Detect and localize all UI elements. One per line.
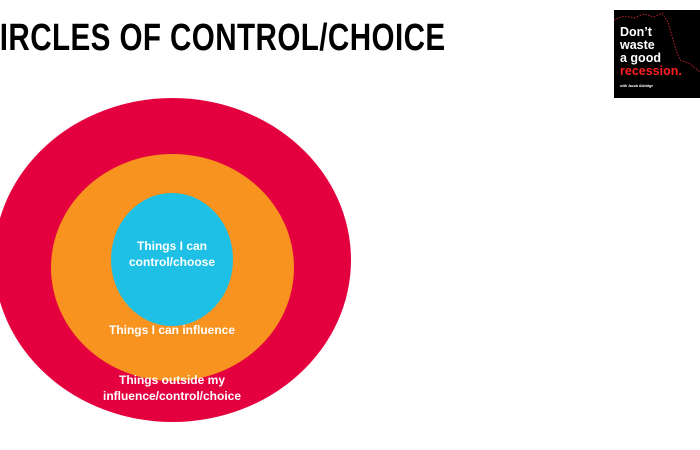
inner-circle-label: Things I can control/choose xyxy=(112,238,232,270)
inner-label-line1: Things I can xyxy=(136,239,207,253)
outer-circle-label: Things outside my influence/control/choi… xyxy=(72,372,272,404)
outer-label-line2: influence/control/choice xyxy=(102,389,242,403)
outer-label-line1: Things outside my xyxy=(118,373,225,387)
page-title: CIRCLES OF CONTROL/CHOICE xyxy=(0,17,446,59)
logo-text: Don’t waste a good recession. xyxy=(620,26,682,78)
logo-line3: a good xyxy=(620,51,661,65)
logo-line4: recession. xyxy=(620,64,682,78)
middle-circle-label: Things I can influence xyxy=(108,323,236,337)
podcast-logo: Don’t waste a good recession. with Jacob… xyxy=(614,10,700,98)
logo-line1: Don’t xyxy=(620,25,652,39)
inner-label-line2: control/choose xyxy=(128,255,215,269)
logo-line2: waste xyxy=(620,38,655,52)
dotted-chart-line-icon xyxy=(614,12,700,73)
logo-byline: with Jacob Aldridge xyxy=(620,84,654,88)
inner-circle xyxy=(111,193,233,326)
